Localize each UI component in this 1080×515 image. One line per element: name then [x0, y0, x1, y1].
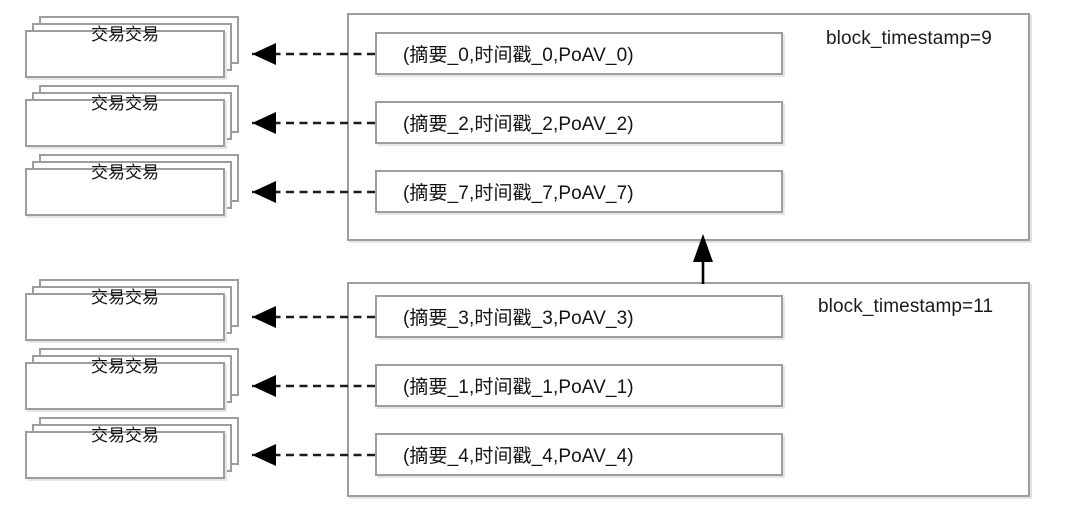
arrow-head-icon — [252, 43, 276, 65]
record-box-4: (摘要_4,时间戳_4,PoAV_4) — [375, 433, 783, 476]
record-box-1: (摘要_1,时间戳_1,PoAV_1) — [375, 364, 783, 407]
block-lower-timestamp-label: block_timestamp=11 — [818, 296, 994, 317]
arrow-head-icon — [252, 306, 276, 328]
record-box-3: (摘要_3,时间戳_3,PoAV_3) — [375, 295, 783, 338]
tx-stack-1: 交易交易 — [25, 348, 239, 410]
record-text-7: (摘要_7,时间戳_7,PoAV_7) — [403, 183, 634, 204]
arrow-head-icon — [252, 112, 276, 134]
tx-stack-label: 交易交易 — [91, 163, 159, 182]
tx-stack-label: 交易交易 — [91, 25, 159, 44]
record-text-4: (摘要_4,时间戳_4,PoAV_4) — [403, 446, 634, 467]
block-upper-timestamp-label: block_timestamp=9 — [826, 28, 992, 49]
tx-stack-0: 交易交易 — [25, 16, 239, 78]
block-chain-arrow — [693, 234, 713, 284]
tx-stack-2: 交易交易 — [25, 85, 239, 147]
arrow-head-icon — [252, 444, 276, 466]
tx-card-front — [25, 99, 225, 147]
tx-stack-label: 交易交易 — [91, 357, 159, 376]
tx-stack-label: 交易交易 — [91, 426, 159, 445]
tx-card-front — [25, 362, 225, 410]
record-box-7: (摘要_7,时间戳_7,PoAV_7) — [375, 170, 783, 213]
tx-stack-7: 交易交易 — [25, 154, 239, 216]
arrow-head-icon — [252, 181, 276, 203]
record-text-1: (摘要_1,时间戳_1,PoAV_1) — [403, 377, 634, 398]
arrow-head-icon — [252, 375, 276, 397]
tx-card-front — [25, 168, 225, 216]
tx-stack-label: 交易交易 — [91, 94, 159, 113]
record-text-3: (摘要_3,时间戳_3,PoAV_3) — [403, 308, 634, 329]
tx-stack-4: 交易交易 — [25, 417, 239, 479]
record-box-0: (摘要_0,时间戳_0,PoAV_0) — [375, 32, 783, 75]
tx-card-front — [25, 30, 225, 78]
record-text-0: (摘要_0,时间戳_0,PoAV_0) — [403, 45, 634, 66]
tx-stack-3: 交易交易 — [25, 279, 239, 341]
tx-card-front — [25, 293, 225, 341]
record-box-2: (摘要_2,时间戳_2,PoAV_2) — [375, 101, 783, 144]
tx-stack-label: 交易交易 — [91, 288, 159, 307]
tx-card-front — [25, 431, 225, 479]
record-text-2: (摘要_2,时间戳_2,PoAV_2) — [403, 114, 634, 135]
